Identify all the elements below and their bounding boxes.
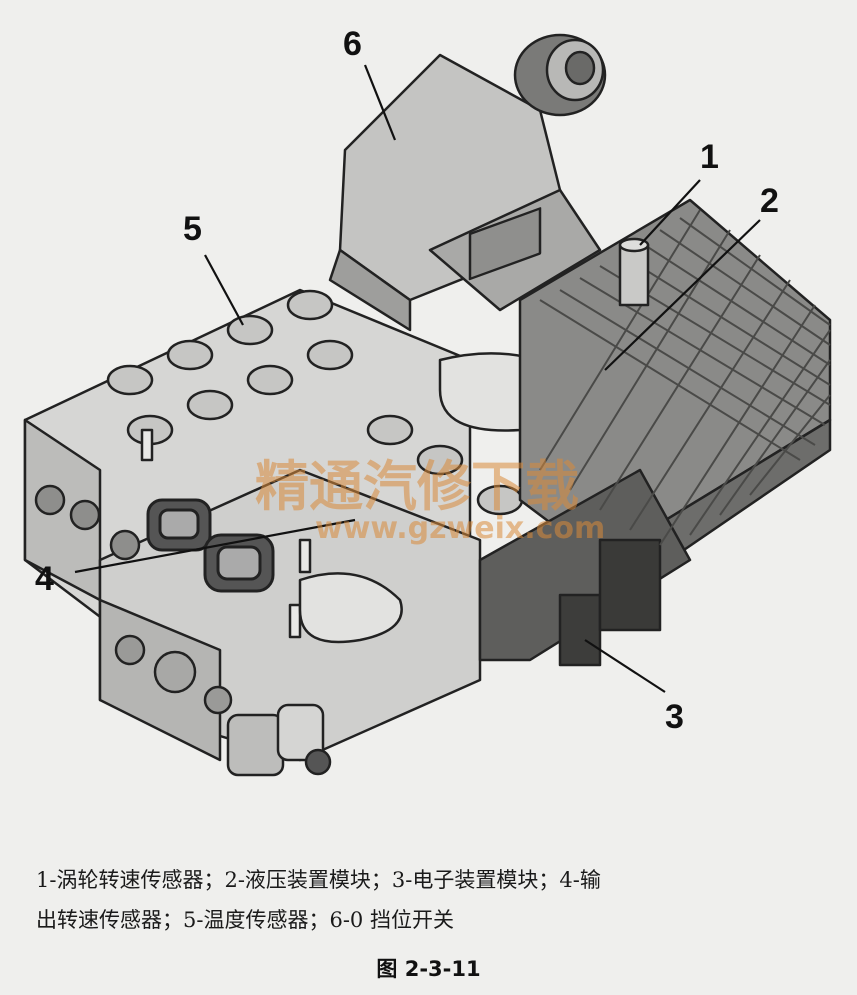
- caption-line-1: 1-涡轮转速传感器；2-液压装置模块；3-电子装置模块；4-输: [36, 868, 601, 892]
- callout-3: 3: [665, 698, 684, 736]
- callout-4: 4: [35, 560, 54, 598]
- leader-lines: [74, 64, 761, 693]
- callout-1: 1: [700, 138, 719, 176]
- mechatronic-unit-illustration: 6 1 2 5 4 3 精通汽修下载 www.gzweix.com: [23, 25, 832, 777]
- valve-body: [23, 288, 583, 762]
- position-switch-housing: [328, 33, 607, 332]
- figure-number: 图 2-3-11: [376, 957, 481, 981]
- watermark-url: www.gzweix.com: [315, 511, 605, 546]
- callout-2: 2: [760, 182, 779, 220]
- electronic-module: [478, 198, 832, 667]
- callout-6: 6: [343, 25, 362, 63]
- figure-caption: 1-涡轮转速传感器；2-液压装置模块；3-电子装置模块；4-输 出转速传感器；5…: [36, 860, 826, 940]
- callout-5: 5: [183, 210, 202, 248]
- output-speed-sensor: [146, 498, 275, 593]
- watermark-text: 精通汽修下载: [255, 454, 579, 518]
- bottom-sensor: [226, 703, 332, 777]
- caption-line-2: 出转速传感器；5-温度传感器；6-0 挡位开关: [36, 908, 454, 932]
